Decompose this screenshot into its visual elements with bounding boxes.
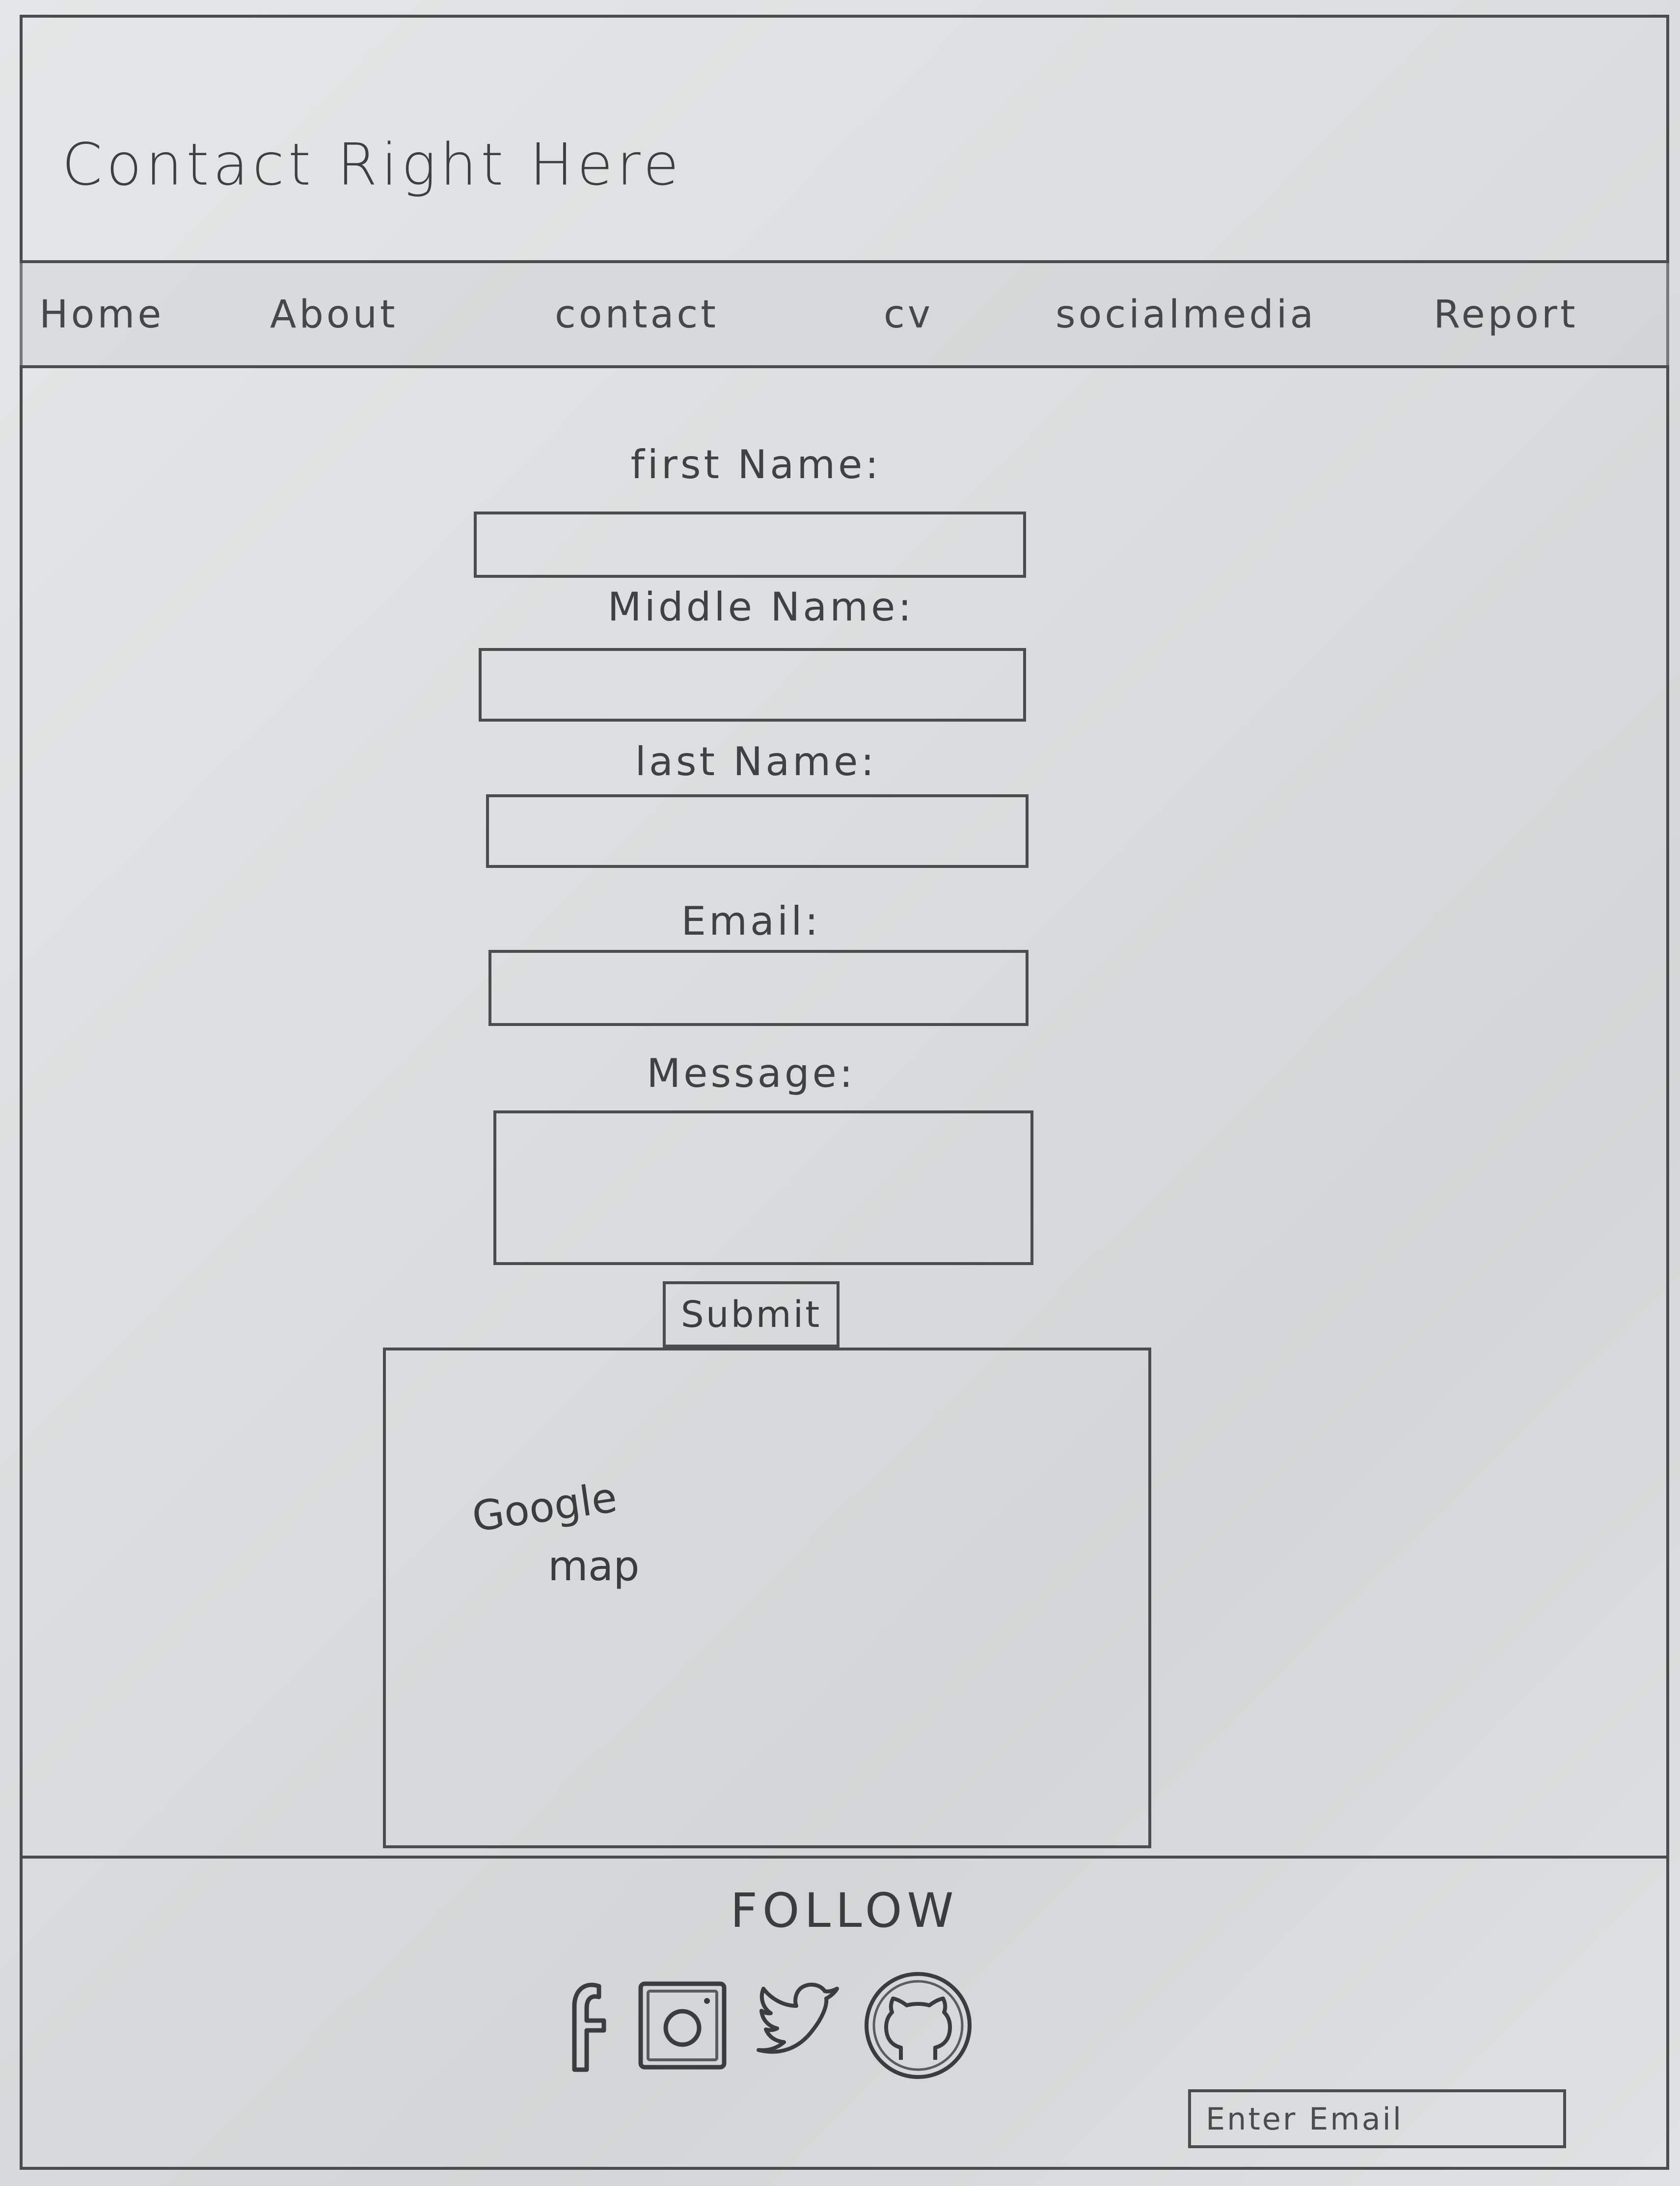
email-label: Email: xyxy=(681,898,821,944)
nav-item-cv[interactable]: cv xyxy=(884,293,934,337)
facebook-icon[interactable] xyxy=(538,1976,636,2075)
follow-title: FOLLOW xyxy=(730,1883,959,1938)
last-name-field[interactable] xyxy=(486,794,1029,868)
footer-email-input[interactable] xyxy=(1188,2089,1566,2148)
page-frame xyxy=(20,15,1669,2170)
footer: FOLLOW xyxy=(20,1856,1669,2170)
email-field[interactable] xyxy=(488,950,1029,1026)
github-icon[interactable] xyxy=(862,1969,975,2082)
twitter-icon[interactable] xyxy=(749,1976,847,2075)
submit-button[interactable]: Submit xyxy=(663,1281,840,1348)
map-label-map: map xyxy=(548,1542,640,1590)
message-label: Message: xyxy=(647,1051,856,1096)
instagram-icon[interactable] xyxy=(633,1976,732,2075)
nav-item-about[interactable]: About xyxy=(270,293,398,337)
nav-bar: Home About contact cv socialmedia Report xyxy=(20,260,1669,368)
nav-item-report[interactable]: Report xyxy=(1434,293,1578,337)
nav-item-socialmedia[interactable]: socialmedia xyxy=(1056,293,1317,337)
middle-name-label: Middle Name: xyxy=(607,584,915,630)
header: Contact Right Here xyxy=(23,18,1666,263)
google-map[interactable]: Google map xyxy=(383,1348,1151,1848)
map-label-google: Google xyxy=(469,1473,620,1541)
message-field[interactable] xyxy=(493,1110,1033,1265)
first-name-field[interactable] xyxy=(474,512,1026,578)
middle-name-field[interactable] xyxy=(479,648,1026,722)
nav-item-home[interactable]: Home xyxy=(39,293,164,337)
nav-item-contact[interactable]: contact xyxy=(555,293,719,337)
first-name-label: first Name: xyxy=(630,442,882,487)
site-title: Contact Right Here xyxy=(62,131,683,198)
last-name-label: last Name: xyxy=(635,739,877,784)
